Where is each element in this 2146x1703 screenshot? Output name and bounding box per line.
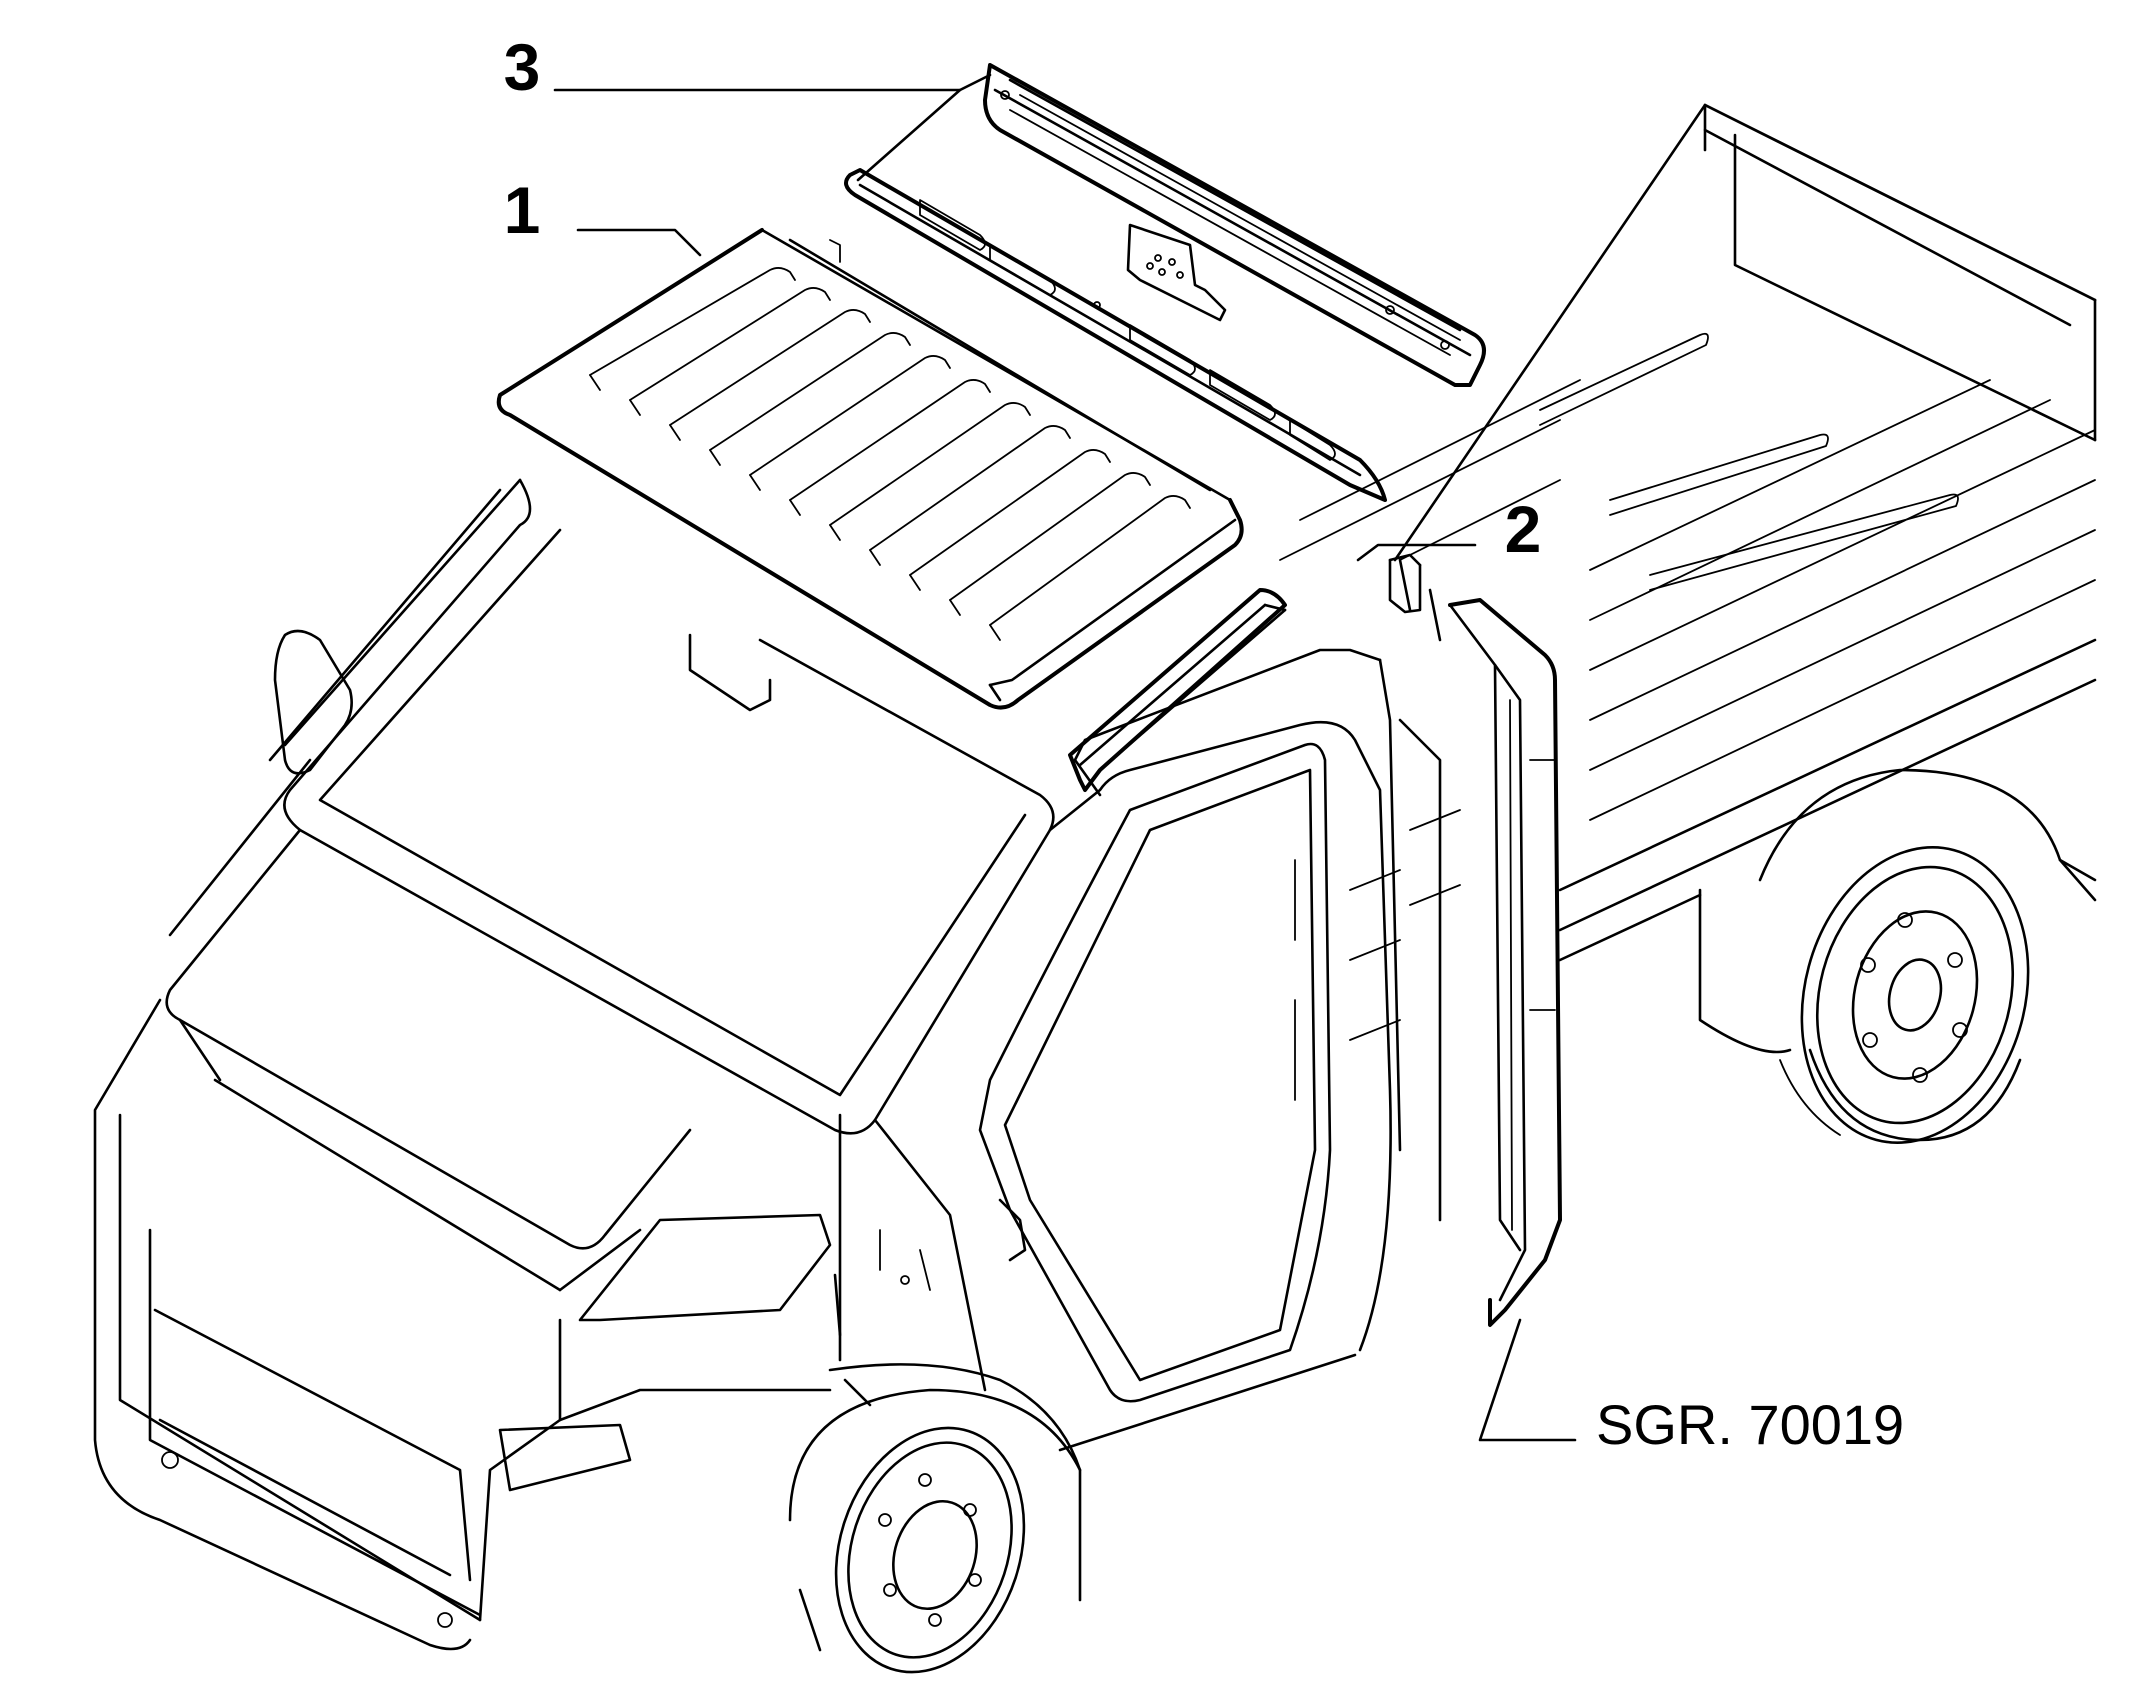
reference-code: SGR. 70019 [1596, 1393, 1904, 1456]
rear-wheel [1698, 768, 2097, 1144]
callout-1: 1 [504, 173, 541, 247]
part-roof-side-rail [1068, 553, 1562, 1327]
cab-body [93, 478, 1461, 1674]
part-roof-panel [496, 228, 1244, 710]
callout-2: 2 [1505, 492, 1542, 566]
leader-lines [553, 73, 1577, 1442]
part-rear-roof-crossmember [844, 63, 1486, 502]
cargo-bed [1279, 103, 2097, 962]
callout-3: 3 [504, 30, 541, 104]
